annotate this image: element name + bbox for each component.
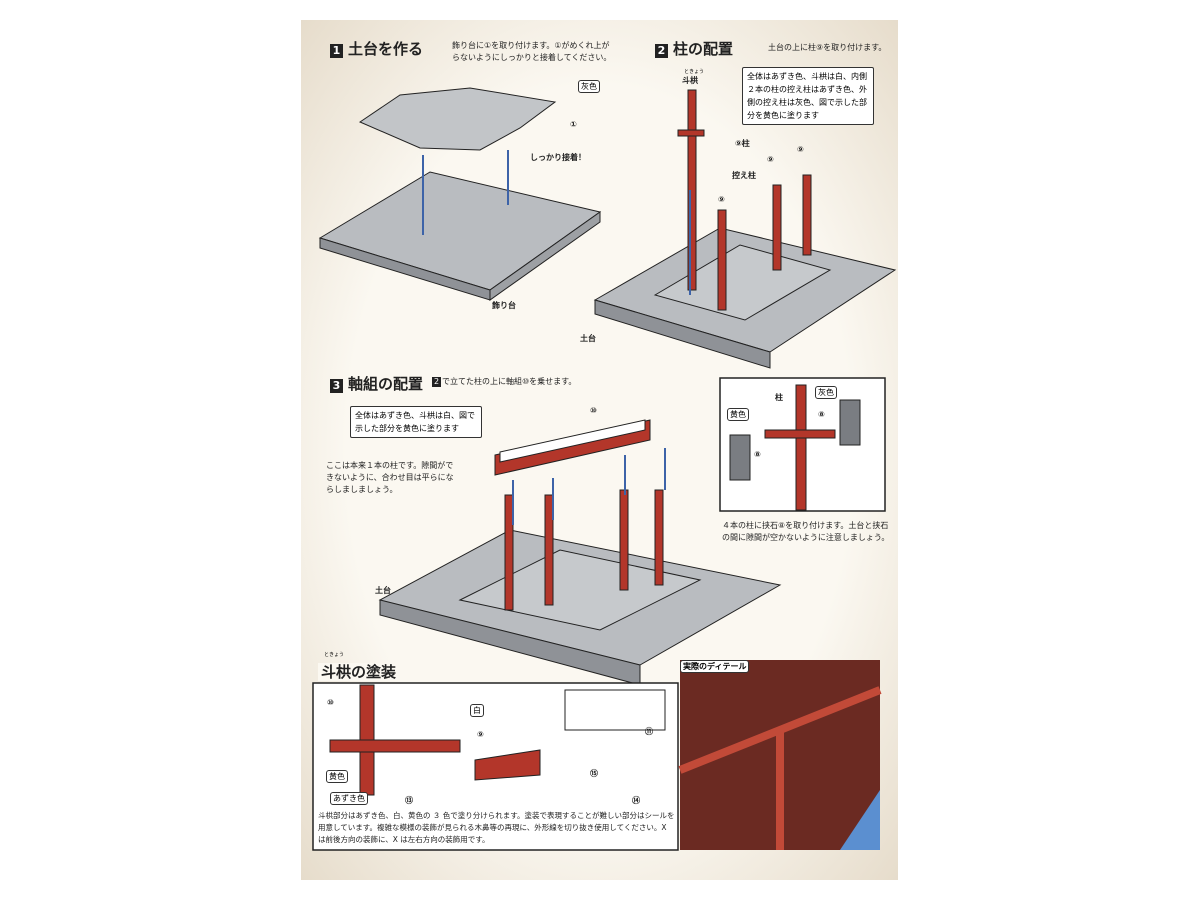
step3-note: 全体はあずき色、斗栱は白、図で示した部分を黄色に塗ります	[350, 406, 482, 438]
pillar-label: ⑨柱	[735, 139, 750, 148]
part-9-label: ⑨	[718, 195, 725, 204]
azuki-color-tag: あずき色	[330, 792, 368, 805]
glue-note: しっかり接着！	[530, 153, 586, 162]
step1-title: 1 土台を作る	[330, 38, 423, 59]
part-9-label: ⑨	[797, 145, 804, 154]
step-ref: 2	[432, 377, 441, 387]
base-label: 土台	[580, 334, 596, 343]
step-number: 3	[330, 379, 343, 393]
brace-label: 控え柱	[732, 171, 756, 180]
part-label: ⑬	[405, 796, 413, 805]
step-number: 2	[655, 44, 668, 58]
part-label: ⑮	[590, 769, 598, 778]
part-1-label: ①	[570, 120, 577, 129]
step3-title: 3 軸組の配置	[330, 373, 423, 394]
part-label: ⑪	[645, 727, 653, 736]
part-10-label: ⑩	[590, 406, 597, 415]
step-number: 1	[330, 44, 343, 58]
joint-note: ここは本来１本の柱です。隙間ができないように、合わせ目は平らにならしましましょう…	[326, 461, 454, 494]
step1-desc: 飾り台に①を取り付けます。①がめくれ上がらないようにしっかりと接着してください。	[452, 41, 612, 62]
display-base	[318, 171, 602, 291]
tokyo-label: 斗栱	[682, 76, 698, 85]
part-9-label: ⑨	[767, 155, 774, 164]
base-label: 飾り台	[492, 301, 516, 310]
gray-color-tag: 灰色	[578, 80, 600, 93]
tokyo-ruby: ときょう	[684, 69, 705, 75]
step2-title: 2 柱の配置	[655, 38, 733, 59]
painting-desc: 斗栱部分はあずき色、白、黄色の ３ 色で塗り分けられます。塗装で表現することが難…	[318, 811, 675, 844]
step2-desc: 土台の上に柱⑨を取り付けます。	[768, 43, 887, 52]
painting-ruby: ときょう	[324, 652, 345, 658]
white-color-tag: 白	[470, 704, 484, 717]
painting-title: 斗栱の塗装	[318, 663, 400, 681]
step3-title-text: 軸組の配置	[348, 375, 424, 393]
part-label: ⑭	[632, 796, 640, 805]
step2-note: 全体はあずき色、斗栱は白、内側２本の柱の控え柱はあずき色、外側の控え柱は灰色、図…	[742, 67, 874, 125]
part-label: ⑩	[327, 698, 334, 707]
inset-pillar-label: 柱	[775, 393, 783, 402]
yellow-color-tag: 黄色	[727, 408, 749, 421]
part-1-plate	[358, 87, 557, 151]
gray-color-tag: 灰色	[815, 386, 837, 399]
detail-title: 実際のディテール	[680, 660, 750, 673]
part-label: ⑨	[477, 730, 484, 739]
part-8-label: ⑧	[754, 450, 761, 459]
step3-desc-text: で立てた柱の上に軸組⑩を乗せます。	[442, 377, 577, 386]
part-8-label: ⑧	[818, 410, 825, 419]
yellow-color-tag: 黄色	[326, 770, 348, 783]
step1-title-text: 土台を作る	[348, 40, 424, 58]
step2-title-text: 柱の配置	[673, 40, 734, 58]
stone-note: ４本の柱に挟石⑧を取り付けます。土台と挟石の間に隙間が空かないように注意しましょ…	[722, 521, 890, 542]
base-label: 土台	[375, 586, 391, 595]
